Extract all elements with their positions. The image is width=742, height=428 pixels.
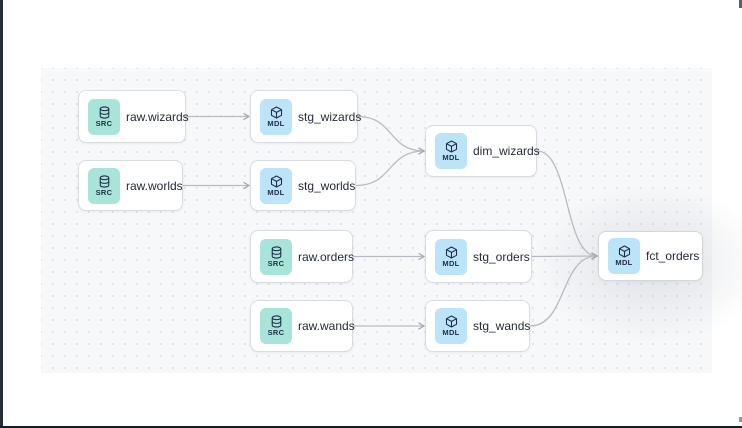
window-bottom-strip (0, 426, 742, 428)
node-raw-wizards[interactable]: SRC raw.wizards (78, 90, 189, 143)
src-badge: SRC (88, 167, 120, 204)
src-badge: SRC (88, 98, 120, 135)
edge-stg_wizards-to-dim_wizards (357, 115, 426, 155)
database-icon (270, 246, 283, 259)
node-raw-orders[interactable]: SRC raw.orders (250, 230, 355, 283)
node-stg-orders[interactable]: MDL stg_orders (425, 230, 532, 283)
node-raw-worlds[interactable]: SRC raw.worlds (78, 160, 183, 211)
src-badge: SRC (260, 308, 292, 344)
node-stg-wands[interactable]: MDL stg_wands (425, 300, 530, 352)
badge-type-label: SRC (267, 258, 285, 268)
badge-type-label: MDL (267, 118, 285, 128)
node-label: dim_wizards (473, 144, 540, 158)
badge-type-label: MDL (442, 153, 460, 163)
cube-icon (445, 246, 458, 259)
badge-type-label: SRC (95, 118, 113, 128)
node-fct-orders[interactable]: MDL fct_orders (598, 231, 703, 281)
cube-icon (445, 140, 458, 153)
cube-icon (618, 245, 631, 258)
node-dim-wizards[interactable]: MDL dim_wizards (425, 125, 540, 177)
badge-type-label: SRC (267, 328, 285, 338)
badge-type-label: MDL (267, 187, 285, 197)
edge-stg_worlds-to-dim_wizards (355, 147, 426, 187)
mdl-badge: MDL (608, 238, 640, 274)
src-badge: SRC (260, 238, 292, 275)
node-stg-wizards[interactable]: MDL stg_wizards (250, 90, 362, 143)
node-label: raw.orders (298, 249, 355, 264)
node-label: raw.wands (298, 319, 355, 333)
mdl-badge: MDL (435, 238, 467, 275)
scrollbar-nub-top (739, 0, 742, 8)
mdl-badge: MDL (435, 133, 467, 169)
window-left-strip (0, 0, 3, 428)
mdl-badge: MDL (260, 167, 292, 204)
badge-type-label: MDL (442, 258, 460, 268)
database-icon (270, 315, 283, 328)
mdl-badge: MDL (260, 98, 292, 135)
badge-type-label: MDL (442, 328, 460, 338)
badge-type-label: MDL (615, 258, 633, 268)
cube-icon (270, 175, 283, 188)
database-icon (98, 106, 111, 119)
node-label: stg_worlds (298, 178, 356, 193)
badge-type-label: SRC (95, 187, 113, 197)
node-stg-worlds[interactable]: MDL stg_worlds (250, 160, 356, 211)
cube-icon (445, 315, 458, 328)
node-label: stg_orders (473, 249, 530, 264)
scrollbar-nub-bottom (739, 417, 742, 422)
mdl-badge: MDL (435, 308, 467, 344)
node-label: raw.wizards (126, 109, 189, 124)
database-icon (98, 175, 111, 188)
node-raw-wands[interactable]: SRC raw.wands (250, 300, 355, 352)
cube-icon (270, 106, 283, 119)
node-label: raw.worlds (126, 178, 183, 193)
node-label: stg_wizards (298, 109, 362, 124)
node-label: fct_orders (646, 249, 700, 263)
node-label: stg_wands (473, 319, 531, 333)
